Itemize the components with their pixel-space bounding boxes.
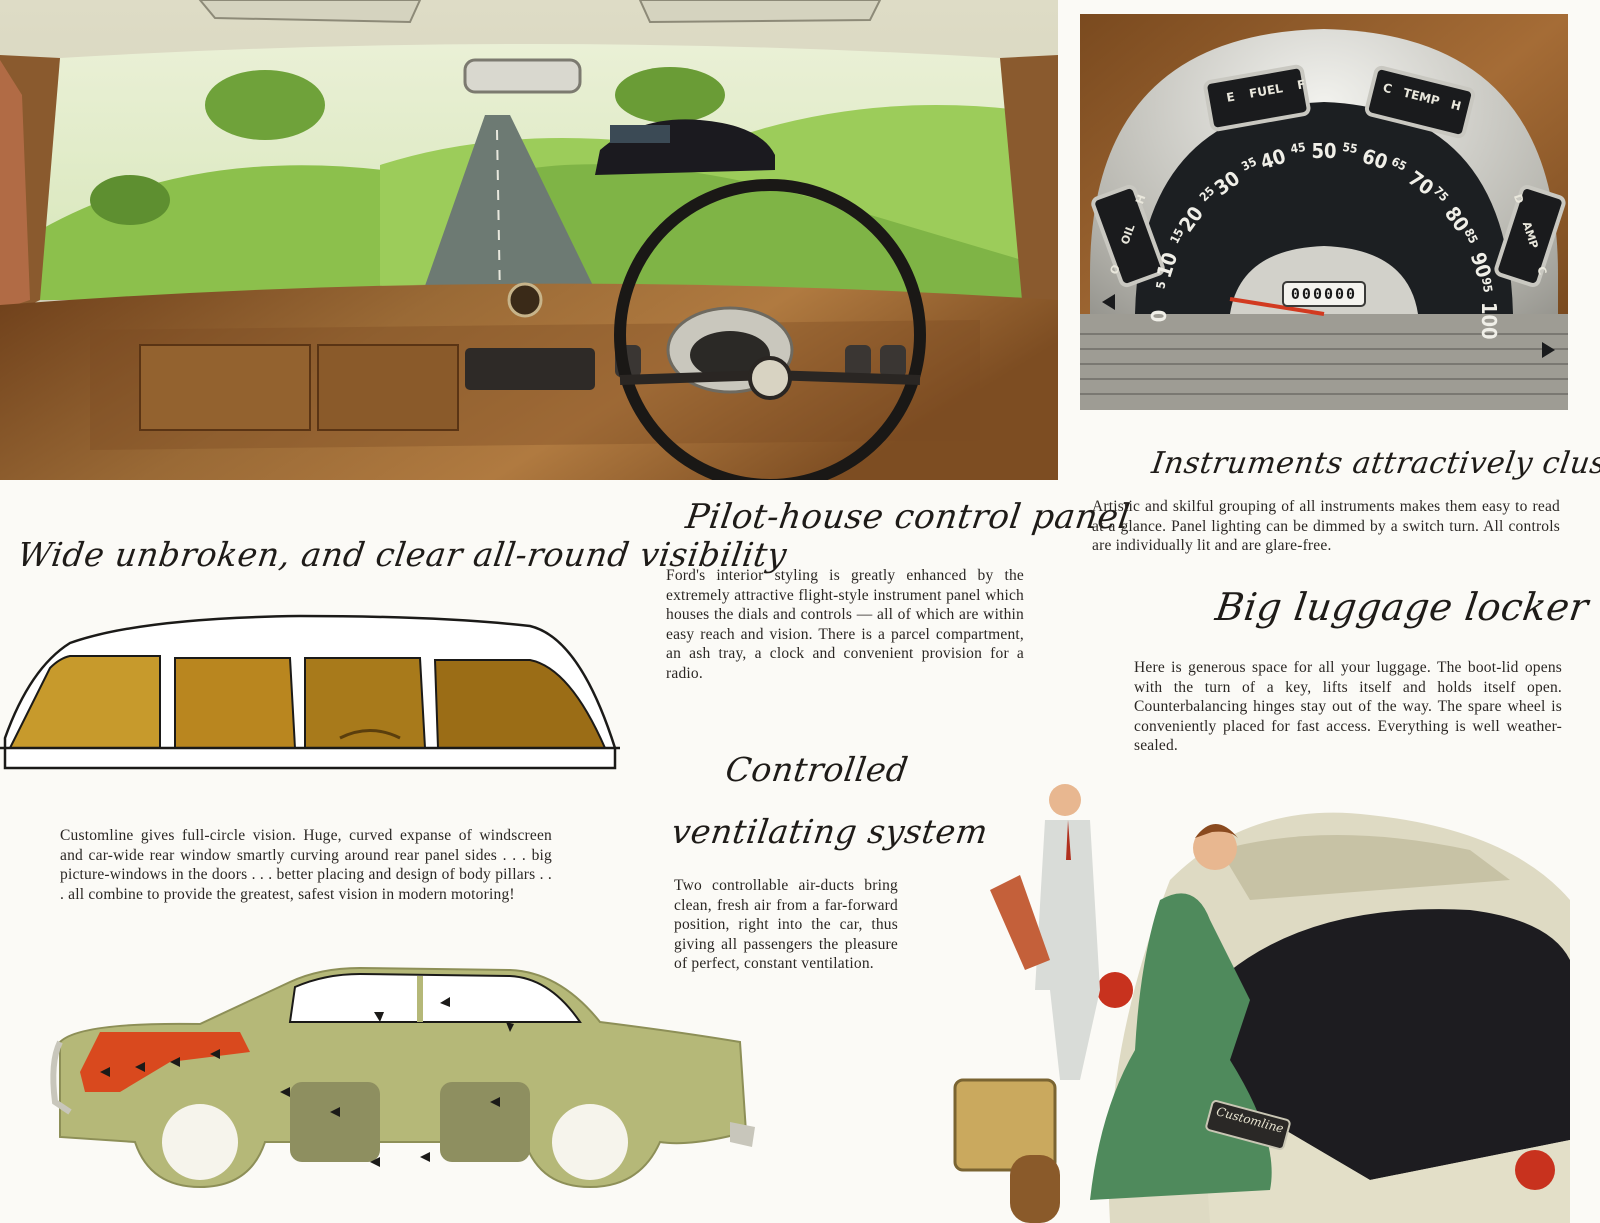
heading-luggage: Big luggage locker (1212, 585, 1592, 629)
speed-tick-label: 0 (1147, 309, 1171, 323)
dashboard-illustration (0, 0, 1058, 480)
paragraph-instruments: Artistic and skilful grouping of all ins… (1092, 498, 1560, 554)
speed-tick-label: 45 (1289, 139, 1307, 157)
speed-tick-label: 50 (1311, 139, 1337, 163)
heading-instruments: Instruments attractively clustered (1149, 446, 1600, 481)
heading-ventilating-line2: ventilating system (669, 812, 991, 851)
ventilation-car-illustration (50, 966, 755, 1189)
car-glasshouse-illustration (0, 614, 620, 770)
paragraph-luggage: Here is generous space for all your lugg… (1134, 659, 1562, 754)
speed-tick-label: 85 (1461, 226, 1481, 246)
paragraph-ventilating: Two controllable air-ducts bring clean, … (674, 877, 898, 972)
odometer: 000000 (1290, 285, 1358, 303)
speed-tick-label: 100 (1477, 302, 1501, 340)
speed-tick-label: 55 (1341, 139, 1359, 157)
heading-pilot-house: Pilot-house control panel (683, 497, 1133, 537)
paragraph-visibility: Customline gives full-circle vision. Hug… (60, 827, 552, 903)
paragraph-pilot-house: Ford's interior styling is greatly enhan… (666, 567, 1024, 682)
heading-ventilating-line1: Controlled (723, 750, 911, 789)
luggage-scene-illustration (953, 784, 1570, 1223)
